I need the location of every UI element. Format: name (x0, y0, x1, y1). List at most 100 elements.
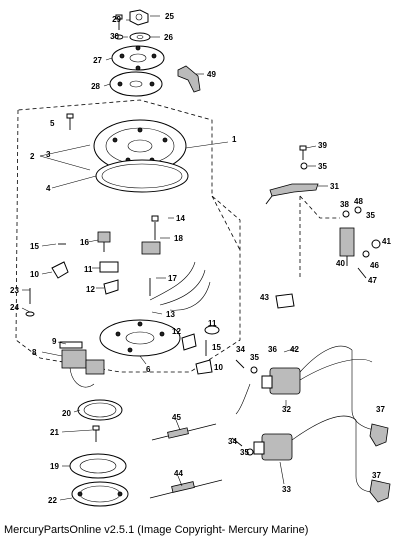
callout-label: 32 (282, 405, 291, 414)
callout-label: 6 (146, 365, 151, 374)
washer-38 (342, 210, 350, 218)
callout-label: 41 (382, 237, 391, 246)
callout-label: 30 (110, 32, 119, 41)
callout-label: 39 (318, 141, 327, 150)
callout-label: 3 (46, 150, 51, 159)
lead-44 (149, 479, 223, 499)
callout-label: 20 (62, 409, 71, 418)
washer-46 (362, 250, 370, 258)
arm-31 (269, 183, 319, 197)
callout-label: 46 (370, 261, 379, 270)
image-caption: MercuryPartsOnline v2.5.1 (Image Copyrig… (4, 524, 309, 536)
callout-label: 21 (50, 428, 59, 437)
boundary-branch (211, 195, 241, 251)
flywheel-ring-4 (95, 159, 189, 193)
callout-label: 18 (174, 234, 183, 243)
callout-label: 8 (32, 348, 37, 357)
washer-35-lower (246, 448, 254, 456)
screw-34-lower (231, 437, 243, 447)
callout-label: 12 (86, 285, 95, 294)
trigger-coil-18 (141, 241, 161, 255)
callout-label: 35 (240, 448, 249, 457)
clip-43 (275, 293, 295, 309)
clip-10-lower (195, 359, 213, 375)
callout-label: 11 (84, 265, 93, 274)
callout-label: 27 (93, 56, 102, 65)
plate-28 (109, 71, 163, 97)
rectifier-8 (61, 349, 105, 388)
callout-label: 17 (168, 274, 177, 283)
assembly-boundary (15, 99, 241, 373)
screw-29 (115, 14, 123, 30)
cover-22 (71, 481, 129, 507)
screw-47 (357, 267, 367, 279)
callout-label: 49 (207, 70, 216, 79)
callout-labels: 29 25 26 30 27 28 49 1 2 3 4 5 14 18 16 … (10, 12, 391, 505)
clip-11-right (204, 325, 220, 335)
washer-48 (354, 206, 362, 214)
stator-plate-6 (99, 319, 181, 357)
callout-label: 15 (212, 343, 221, 352)
callout-label: 43 (260, 293, 269, 302)
ignition-coil-33 (253, 415, 379, 492)
callout-label: 37 (376, 405, 385, 414)
callout-label: 11 (208, 319, 217, 328)
callout-label: 40 (336, 259, 345, 268)
washer-30 (114, 34, 124, 40)
wire-harness-13 (149, 261, 211, 311)
bracket-9 (59, 341, 83, 349)
linkage-outline (299, 195, 340, 280)
callout-label: 48 (354, 197, 363, 206)
callout-label: 35 (366, 211, 375, 220)
spark-boot-37-upper (369, 423, 389, 447)
spark-boot-37-lower (369, 479, 391, 503)
callout-label: 35 (318, 162, 327, 171)
nut-41 (371, 239, 381, 249)
callout-label: 5 (50, 119, 55, 128)
clip-12 (103, 279, 119, 295)
ring-20 (77, 399, 123, 421)
callout-label: 44 (174, 469, 183, 478)
callout-label: 1 (232, 135, 237, 144)
screw-34-upper (235, 359, 245, 369)
callout-label: 2 (30, 152, 35, 161)
washer-35-top (300, 162, 308, 170)
callout-label: 38 (340, 200, 349, 209)
callout-label: 36 (268, 345, 277, 354)
callout-label: 29 (112, 15, 121, 24)
callout-label: 28 (91, 82, 100, 91)
clip-10 (51, 261, 69, 279)
callout-label: 33 (282, 485, 291, 494)
callout-label: 47 (368, 276, 377, 285)
bracket-40 (339, 227, 355, 266)
washer-24 (25, 311, 35, 317)
bracket-49 (177, 65, 201, 93)
clip-12-right (181, 333, 197, 351)
callout-label: 37 (372, 471, 381, 480)
callout-label: 31 (330, 182, 339, 191)
callout-label: 26 (164, 33, 173, 42)
exploded-parts-diagram: 29 25 26 30 27 28 49 1 2 3 4 5 14 18 16 … (10, 9, 391, 507)
callout-label: 10 (30, 270, 39, 279)
callout-label: 45 (172, 413, 181, 422)
flywheel-nut (129, 9, 149, 26)
coil-16 (97, 231, 111, 243)
screw-39 (299, 145, 307, 160)
callout-label: 22 (48, 496, 57, 505)
gasket-19 (69, 453, 127, 479)
callout-label: 34 (236, 345, 245, 354)
washer-26 (129, 32, 151, 42)
callout-label: 15 (30, 242, 39, 251)
callout-label: 10 (214, 363, 223, 372)
callout-label: 35 (250, 353, 259, 362)
callout-label: 23 (10, 286, 19, 295)
hub-27 (111, 45, 165, 71)
leader-lines (21, 15, 328, 501)
callout-label: 16 (80, 238, 89, 247)
screw-5 (66, 113, 74, 130)
ignition-coil-32 (261, 345, 379, 431)
callout-label: 9 (52, 337, 57, 346)
clip-11 (99, 261, 119, 273)
callout-label: 4 (46, 184, 51, 193)
washer-35-upper (250, 366, 258, 374)
